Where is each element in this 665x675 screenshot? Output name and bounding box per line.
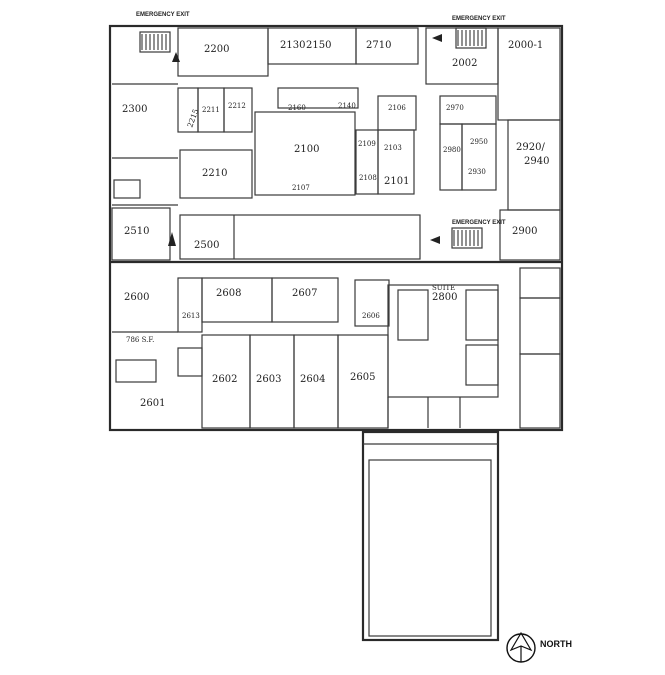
room-2107: 2107 xyxy=(292,184,310,192)
building-outline xyxy=(108,24,564,432)
room-2211: 2211 xyxy=(202,106,220,114)
room-2970: 2970 xyxy=(446,104,464,112)
north-label: NORTH xyxy=(540,639,572,649)
room-2604: 2604 xyxy=(300,374,325,385)
emergency-exit-middle: EMERGENCY EXIT xyxy=(452,220,506,226)
room-2510: 2510 xyxy=(124,226,149,237)
room-2160: 2160 xyxy=(288,104,306,112)
suite-label: SUITE xyxy=(432,284,455,292)
room-2200: 2200 xyxy=(204,44,229,55)
stair-middle xyxy=(451,227,483,249)
annex-structure xyxy=(361,430,500,642)
room-2607: 2607 xyxy=(292,288,317,299)
room-labels: 2200 2130 2150 2710 2002 2000-1 2300 221… xyxy=(122,40,549,409)
room-2600: 2600 xyxy=(124,292,149,303)
room-2602: 2602 xyxy=(212,374,237,385)
room-2106: 2106 xyxy=(388,104,406,112)
room-2940: 2940 xyxy=(524,156,549,167)
exit-arrows xyxy=(168,34,442,246)
room-2606: 2606 xyxy=(362,312,380,320)
room-2800: 2800 xyxy=(432,292,457,303)
room-2613: 2613 xyxy=(182,312,200,320)
room-2710: 2710 xyxy=(366,40,391,51)
north-compass xyxy=(506,631,536,663)
room-2100: 2100 xyxy=(294,144,319,155)
room-2608: 2608 xyxy=(216,288,241,299)
room-2605: 2605 xyxy=(350,372,375,383)
room-2108: 2108 xyxy=(359,174,377,182)
room-2130: 2130 xyxy=(280,40,305,51)
room-2900: 2900 xyxy=(512,226,537,237)
stair-left xyxy=(139,31,171,53)
room-2500: 2500 xyxy=(194,240,219,251)
emergency-exit-left: EMERGENCY EXIT xyxy=(136,12,190,18)
room-2002: 2002 xyxy=(452,58,477,69)
room-2603: 2603 xyxy=(256,374,281,385)
room-2000-1: 2000-1 xyxy=(508,40,543,51)
room-2950: 2950 xyxy=(470,138,488,146)
room-2980: 2980 xyxy=(443,146,461,154)
room-2150: 2150 xyxy=(306,40,331,51)
stair-right xyxy=(455,27,487,49)
room-2103: 2103 xyxy=(384,144,402,152)
room-2930: 2930 xyxy=(468,168,486,176)
room-2101: 2101 xyxy=(384,176,409,187)
room-2212: 2212 xyxy=(228,102,246,110)
emergency-exit-right: EMERGENCY EXIT xyxy=(452,16,506,22)
room-2601: 2601 xyxy=(140,398,165,409)
room-2920: 2920/ xyxy=(516,142,545,153)
room-area-786sf: 786 S.F. xyxy=(126,336,154,344)
room-2300: 2300 xyxy=(122,104,147,115)
room-2210: 2210 xyxy=(202,168,227,179)
room-2140: 2140 xyxy=(338,102,356,110)
lower-walls xyxy=(112,267,561,429)
room-2109: 2109 xyxy=(358,140,376,148)
